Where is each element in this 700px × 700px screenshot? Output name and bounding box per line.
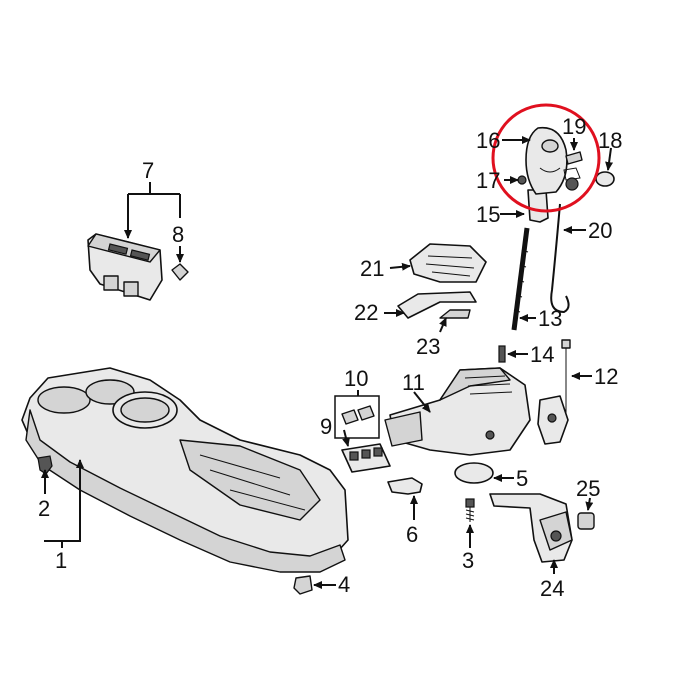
button-25 bbox=[577, 512, 595, 530]
shifter-housing-11 bbox=[384, 367, 531, 456]
clip-8 bbox=[171, 263, 189, 281]
label-18: 18 bbox=[598, 128, 622, 153]
highlight-circle bbox=[491, 103, 601, 213]
bezel-21 bbox=[409, 243, 487, 283]
pin-14 bbox=[498, 345, 506, 363]
bolt-3 bbox=[465, 498, 475, 522]
screw-17 bbox=[517, 175, 527, 185]
label-5: 5 bbox=[516, 466, 528, 491]
boot-15 bbox=[527, 189, 549, 223]
label-11: 11 bbox=[402, 370, 425, 395]
label-9: 9 bbox=[320, 414, 332, 439]
label-1: 1 bbox=[55, 548, 67, 573]
cover-5 bbox=[454, 462, 494, 484]
label-25: 25 bbox=[576, 476, 600, 501]
label-4: 4 bbox=[338, 572, 350, 597]
label-6: 6 bbox=[406, 522, 418, 547]
label-17: 17 bbox=[476, 168, 500, 193]
cable-20 bbox=[550, 203, 570, 314]
nut-4 bbox=[293, 575, 313, 595]
bracket-6 bbox=[387, 477, 423, 495]
cap-18 bbox=[595, 171, 615, 187]
label-23: 23 bbox=[416, 334, 440, 359]
label-14: 14 bbox=[530, 342, 554, 367]
parking-brake-24 bbox=[489, 493, 573, 563]
label-20: 20 bbox=[588, 218, 612, 243]
label-24: 24 bbox=[540, 576, 564, 601]
callout-labels: 1 2 3 4 5 6 7 8 9 10 11 12 13 14 15 16 1… bbox=[38, 114, 622, 601]
label-3: 3 bbox=[462, 548, 474, 573]
label-22: 22 bbox=[354, 300, 378, 325]
shaft-13 bbox=[511, 227, 530, 331]
leader-lines bbox=[41, 136, 614, 589]
label-15: 15 bbox=[476, 202, 500, 227]
label-13: 13 bbox=[538, 306, 562, 331]
spring-19 bbox=[563, 151, 583, 191]
shift-lever-12 bbox=[537, 339, 571, 445]
label-2: 2 bbox=[38, 496, 50, 521]
label-10: 10 bbox=[344, 366, 368, 391]
cover-plate-22 bbox=[397, 291, 477, 319]
panel-9 bbox=[341, 443, 391, 473]
switch-7 bbox=[87, 233, 163, 301]
label-21: 21 bbox=[360, 256, 384, 281]
switches-10 bbox=[334, 395, 380, 439]
label-7: 7 bbox=[142, 158, 154, 183]
label-12: 12 bbox=[594, 364, 618, 389]
label-19: 19 bbox=[562, 114, 586, 139]
center-console bbox=[21, 367, 349, 573]
shift-knob-16 bbox=[525, 126, 568, 195]
label-16: 16 bbox=[476, 128, 500, 153]
label-8: 8 bbox=[172, 222, 184, 247]
indicator-23 bbox=[439, 309, 471, 319]
